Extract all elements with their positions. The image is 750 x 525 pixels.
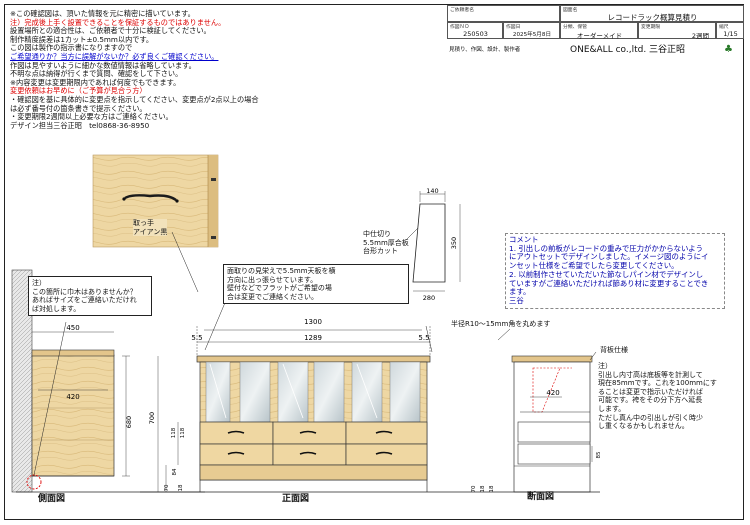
photo-caption: 取っ手 アイアン黒: [133, 219, 168, 237]
note-line: ※内容変更は変更期限内であれば何度でもできます。: [10, 77, 181, 87]
leader-lines: [171, 227, 597, 361]
date-cell: 作図日 2025年5月8日: [503, 22, 560, 39]
note-line: 変更依頼はお早めに（ご予算が見合う方）: [10, 86, 147, 96]
dim-front-height: 700: [148, 412, 156, 424]
section-view-title: 断面図: [527, 492, 555, 502]
comment-box: コメント 1. 引出しの前板がレコードの重みで圧力がかからないよう にアウトセッ…: [505, 233, 725, 309]
scale-cell: 縮尺 1/15: [716, 22, 744, 39]
dim-overhang-right: 5.5: [418, 334, 429, 342]
note-line: 制作精度誤差は1カット±0.5mm以内です。: [10, 34, 154, 44]
dim-section-bottom-c: 18: [489, 485, 495, 492]
dim-section-bottom-b: 18: [480, 485, 486, 492]
dim-drawer-b: 118: [180, 427, 186, 438]
type-label: 分類、保管: [563, 25, 587, 30]
note-line: ※この確認図は、頂いた情報を元に精密に描いています。: [10, 9, 195, 18]
title-block: ご依頼者名 図面名 レコードラック概算見積り 作図ＮＯ 250503 作図日 2…: [447, 5, 744, 63]
dim-trap-top: 140: [426, 187, 438, 195]
drawing-no-value: 250503: [463, 30, 488, 38]
drawing-name-label: 図面名: [563, 8, 578, 13]
maker-value: ONE&ALL co.,ltd. 三谷正昭: [570, 45, 686, 55]
note-line: 注）完成後上手く設置できることを保証するものではありません。: [10, 17, 226, 27]
partition-trapezoid: [412, 191, 461, 292]
sheet-frame: [4, 4, 744, 520]
drawing-name-cell: 図面名 レコードラック概算見積り: [560, 5, 744, 22]
dim-drawer-a: 118: [171, 427, 177, 438]
dim-side-height: 680: [125, 416, 133, 428]
date-label: 作図日: [506, 25, 521, 30]
drawing-no-label: 作図ＮＯ: [450, 25, 470, 30]
scale-label: 縮尺: [719, 25, 729, 30]
front-view: [140, 326, 470, 493]
chamfer-note: 面取りの見栄えで5.5mm天板を横 方向に出っ張らせています。 壁付などでフラッ…: [223, 264, 409, 305]
side-view: [11, 269, 205, 493]
deadline-label: 変更期限: [641, 25, 661, 30]
section-view: [470, 355, 600, 493]
deadline-value: 2週間: [691, 32, 709, 40]
dim-side-depth: 450: [66, 324, 79, 332]
side-note: 注） この箇所に巾木はありませんか？ あればサイズをご連絡いただけれ ば対処しま…: [28, 276, 152, 317]
notes-block: ※この確認図は、頂いた情報を元に精密に描いています。注）完成後上手く設置できるこ…: [10, 9, 275, 130]
dim-front-inner: 1289: [304, 334, 322, 342]
maker-label: 見積り、作図、設計、製作者: [449, 47, 521, 53]
dim-trap-height: 350: [450, 237, 458, 249]
dim-plinth: 84: [172, 468, 178, 475]
type-value: オーダーメイド: [576, 32, 623, 40]
deadline-cell: 変更期限 2週間: [638, 22, 716, 40]
partition-note: 中仕切り 5.5mm厚合板 台形カット: [363, 230, 409, 256]
type-cell: 分類、保管 オーダーメイド: [560, 22, 638, 40]
dim-bottom-a: 70: [164, 484, 170, 491]
back-note: 注） 引出し内寸高は底板等を計測して 現在85mmです。これを100mmにす る…: [598, 362, 717, 431]
dim-trap-bottom: 280: [423, 294, 435, 302]
radius-note: 半径R10～15mm角を丸めます: [451, 320, 551, 328]
back-label: 背板仕様: [600, 346, 628, 354]
front-view-title: 正面図: [282, 494, 310, 504]
note-line: 不明な点は納得が行くまで質問、確認をして下さい。: [10, 69, 183, 79]
tree-logo-icon: ♣: [724, 44, 733, 55]
dim-section-depth: 420: [546, 389, 559, 397]
note-line: ご希望通りか？当方に誤解がないか？必ず良くご確認ください。: [10, 51, 219, 61]
note-line: この図は製作の指示書になりますので: [10, 43, 133, 53]
dim-front-width: 1300: [304, 318, 322, 326]
maker-cell: 見積り、作図、設計、製作者 ONE&ALL co.,ltd. 三谷正昭 ♣: [447, 39, 744, 63]
note-line: ・変更期限2週間以上必要な方はご連絡ください。: [10, 112, 173, 122]
note-line: 設置場所との適合性は、ご依頼者で十分に検証してください。: [10, 26, 211, 36]
client-cell: ご依頼者名: [447, 5, 560, 22]
drawing-name-value: レコードラック概算見積り: [607, 13, 698, 22]
dim-bottom-b: 18: [178, 484, 184, 491]
side-view-title: 側面図: [38, 494, 66, 504]
dim-side-inner: 420: [66, 393, 79, 401]
note-line: デザイン担当三谷正昭 tel0868-36-8950: [10, 120, 150, 130]
date-value: 2025年5月8日: [512, 32, 552, 38]
note-line: 作図は見やすいように細かな数値情報は省略しています。: [10, 60, 196, 70]
client-label: ご依頼者名: [450, 8, 474, 13]
dim-overhang-left: 5.5: [191, 334, 202, 342]
scale-value: 1/15: [723, 30, 738, 38]
note-line: は必ず番号付の箇条書きで提示ください。: [10, 103, 147, 113]
note-line: ・確認図を基に具体的に変更点を指示してください、変更点が2点以上の場合: [10, 94, 259, 104]
drawing-no-cell: 作図ＮＯ 250503: [447, 22, 503, 39]
dim-section-bottom-a: 70: [471, 485, 477, 492]
dim-section-inner: 85: [596, 451, 602, 458]
